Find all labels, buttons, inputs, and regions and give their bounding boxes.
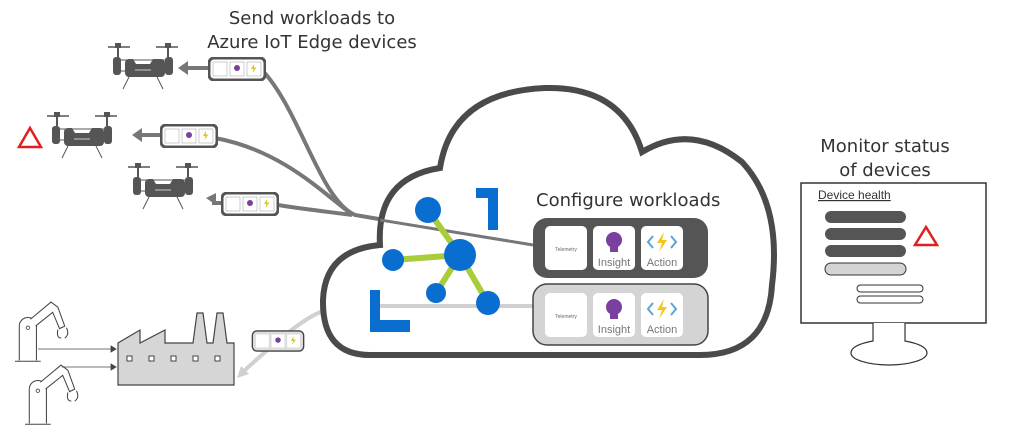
send-workloads-label-1: Send workloads to <box>229 8 395 29</box>
workload-package <box>160 124 218 148</box>
configure-workloads-label: Configure workloads <box>536 190 720 211</box>
send-workloads-label-2: Azure IoT Edge devices <box>207 32 417 53</box>
action-label: Action <box>647 257 678 269</box>
robot-links <box>38 345 117 371</box>
drone-icon <box>46 112 118 159</box>
function-bolt-icon <box>646 299 678 319</box>
robot-arm-icon <box>15 301 69 362</box>
workload-module-light[interactable]: Telemetry Insight Action <box>532 283 709 346</box>
insight-label: Insight <box>598 257 630 269</box>
telemetry-label: Telemetry <box>555 247 577 253</box>
monitor-icon: Device health <box>800 182 987 366</box>
workload-package <box>208 57 266 81</box>
robot-arm-icon <box>25 364 79 425</box>
lightbulb-icon <box>606 299 622 319</box>
action-label: Action <box>647 324 678 336</box>
lightbulb-icon <box>606 232 622 252</box>
drone-icon <box>107 43 179 90</box>
monitor-status-label-2: of devices <box>839 160 931 181</box>
function-bolt-icon <box>646 232 678 252</box>
workload-links <box>214 68 534 247</box>
insight-label: Insight <box>598 324 630 336</box>
device-health-bars <box>824 211 924 304</box>
device-health-title: Device health <box>818 188 891 202</box>
drone-icon <box>127 163 199 210</box>
telemetry-label: Telemetry <box>555 314 577 320</box>
workload-package <box>221 192 279 216</box>
send-arrows <box>132 61 222 205</box>
warning-icon <box>912 224 940 247</box>
workload-module-dark[interactable]: Telemetry Insight Action <box>533 218 708 278</box>
factory-icon <box>117 312 235 386</box>
workload-package <box>251 330 305 352</box>
iot-hub-icon <box>370 188 500 332</box>
warning-icon <box>16 125 44 149</box>
monitor-status-label-1: Monitor status <box>820 136 949 157</box>
